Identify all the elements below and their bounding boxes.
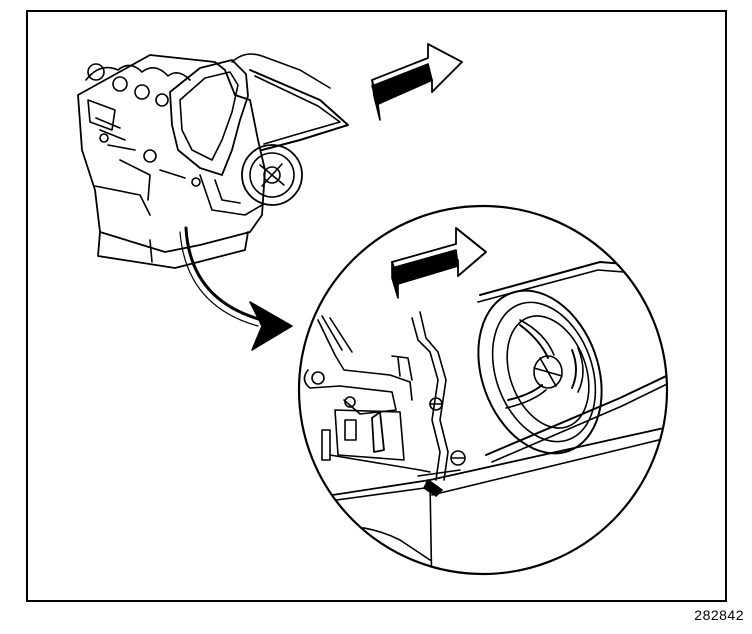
engine-overview	[77, 53, 349, 269]
engine-front-direction-arrow	[371, 43, 463, 121]
curved-pointer-arrow	[179, 226, 293, 351]
figure-number: 282842	[694, 607, 744, 623]
magnified-circular-detail	[297, 204, 669, 576]
engine-front-direction-arrow	[391, 227, 487, 299]
